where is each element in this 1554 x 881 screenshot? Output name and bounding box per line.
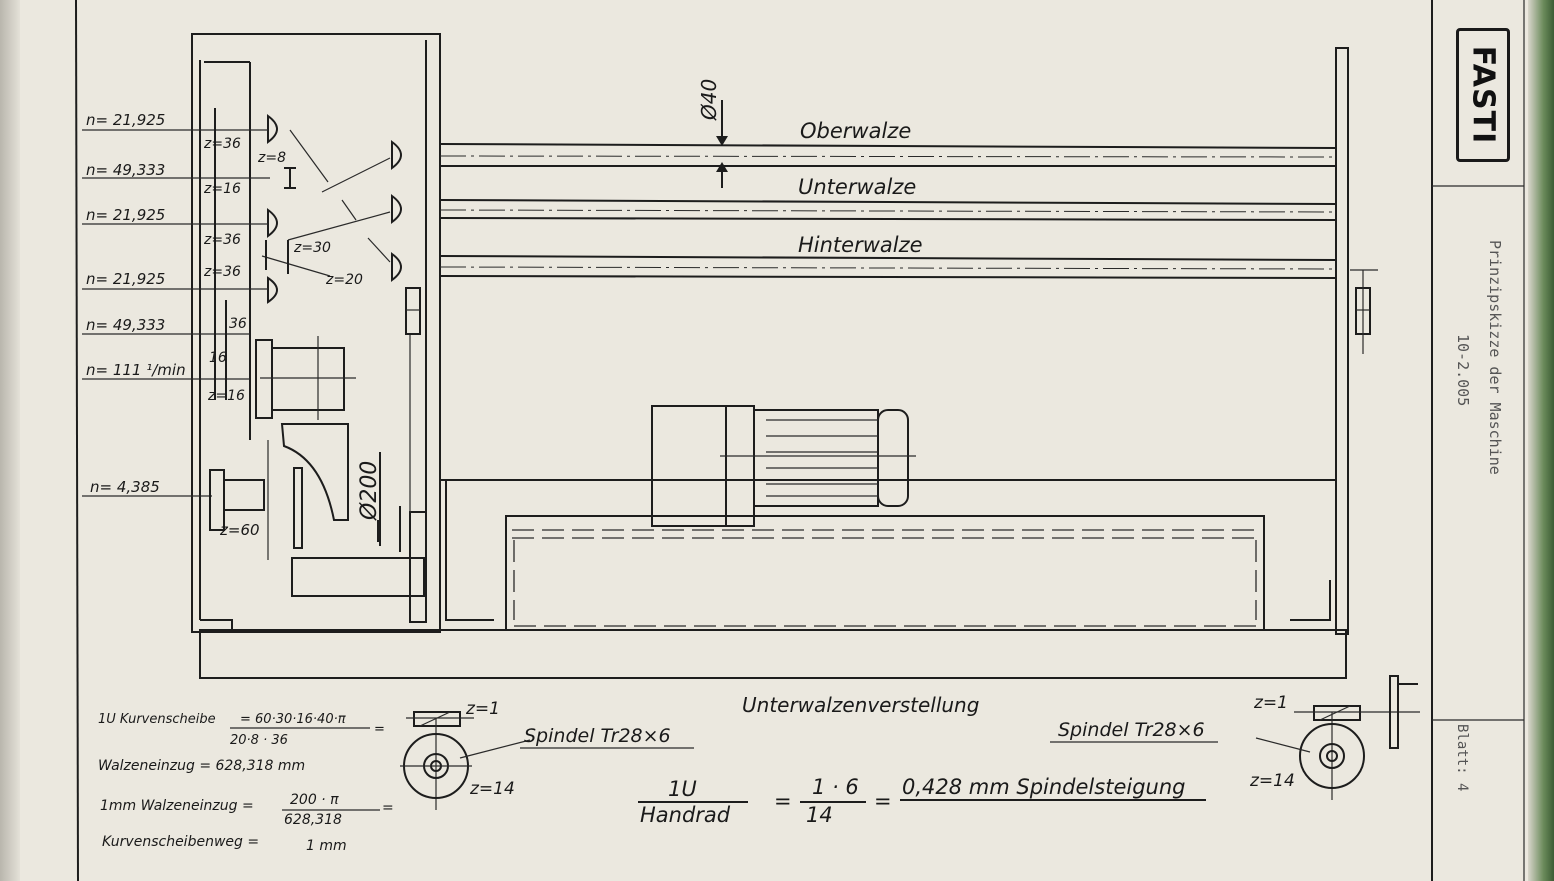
logo-text: FASTI [1465,45,1501,145]
cam-drive [209,287,427,623]
drive-motor [440,405,1336,527]
title-block-sheet: Blatt: 4 [1454,724,1470,791]
gear-label-z60: z=60 [219,521,260,539]
adjustment-z14-right: z=14 [1249,771,1295,791]
formula-roll-feed: Walzeneinzug = 628,318 mm [98,758,305,774]
ratio-denominator: 14 [806,803,833,827]
adjustment-z14-left: z=14 [469,779,515,799]
speed-label-3: n= 21,925 [86,206,165,224]
spindle-left [400,711,531,810]
teeth-label-6: 16 [209,350,227,366]
teeth-label-5: 36 [229,316,247,332]
right-bearing [1350,269,1378,354]
roller-sprockets [82,108,402,497]
formula-cam-travel-value: 1 mm [306,838,347,854]
work-table [505,515,1265,631]
company-logo: FASTI [1456,28,1510,162]
diameter-cam-label: Ø200 [357,461,382,521]
adjustment-spindle-left: Spindel Tr28×6 [524,725,671,747]
adjustment-spindle-right: Spindel Tr28×6 [1058,719,1205,741]
formula-cam-denominator: 20·8 · 36 [230,733,288,748]
formula-cam-equals: = [374,722,385,737]
speed-label-2: n= 49,333 [86,161,165,179]
gear-label-z20: z=20 [325,272,363,288]
formula-cam-label: 1U Kurvenscheibe [98,712,216,727]
roller-label-rear: Hinterwalze [798,233,923,257]
speed-label-5: n= 49,333 [86,316,165,334]
title-block-number: 10-2.005 [1454,334,1472,406]
teeth-label-3: z=36 [203,232,241,248]
adjustment-title: Unterwalzenverstellung [742,693,979,717]
ratio-numerator: 1 · 6 [812,775,859,799]
speed-label-6: n= 111 ¹/min [86,361,186,379]
roller-shafts [439,143,1337,279]
teeth-label-2: z=16 [203,181,241,197]
formula-cam-travel-label: Kurvenscheibenweg = [102,834,259,850]
roller-label-top: Oberwalze [800,119,911,143]
roller-label-bottom: Unterwalze [798,175,916,199]
diameter-top-label: Ø40 [697,79,721,121]
ratio-equals: = [874,789,892,813]
formula-rules [230,727,1218,811]
formula-mm-numerator: 200 · π [290,792,339,808]
title-block-title: Prinzipskizze der Maschine [1486,240,1504,475]
formula-mm-denominator: 628,318 [284,812,342,828]
adjustment-z1-left: z=1 [465,699,500,719]
gear-label-z8: z=8 [257,150,286,166]
handrad-numerator: 1U [668,777,697,801]
teeth-label-4: z=36 [203,264,241,280]
spindle-pitch-result: 0,428 mm Spindelsteigung [902,775,1185,799]
spindle-right [1255,675,1420,800]
formula-cam-numerator: = 60·30·16·40·π [240,712,346,727]
dimension-marks [379,100,728,546]
speed-label-4: n= 21,925 [86,270,165,288]
sheet-frame [75,0,1525,881]
handrad-equals: = [774,789,792,813]
adjustment-z1-right: z=1 [1253,693,1288,713]
teeth-label-7: z=16 [207,388,245,404]
formula-mm-label: 1mm Walzeneinzug = [100,798,254,814]
speed-label-1: n= 21,925 [86,111,165,129]
machine-frame [191,33,1349,679]
formula-mm-equals: = [382,800,394,816]
handrad-denominator: Handrad [640,803,731,827]
teeth-label-1: z=36 [203,136,241,152]
speed-label-7: n= 4,385 [90,478,160,496]
gear-label-z30: z=30 [293,240,331,256]
